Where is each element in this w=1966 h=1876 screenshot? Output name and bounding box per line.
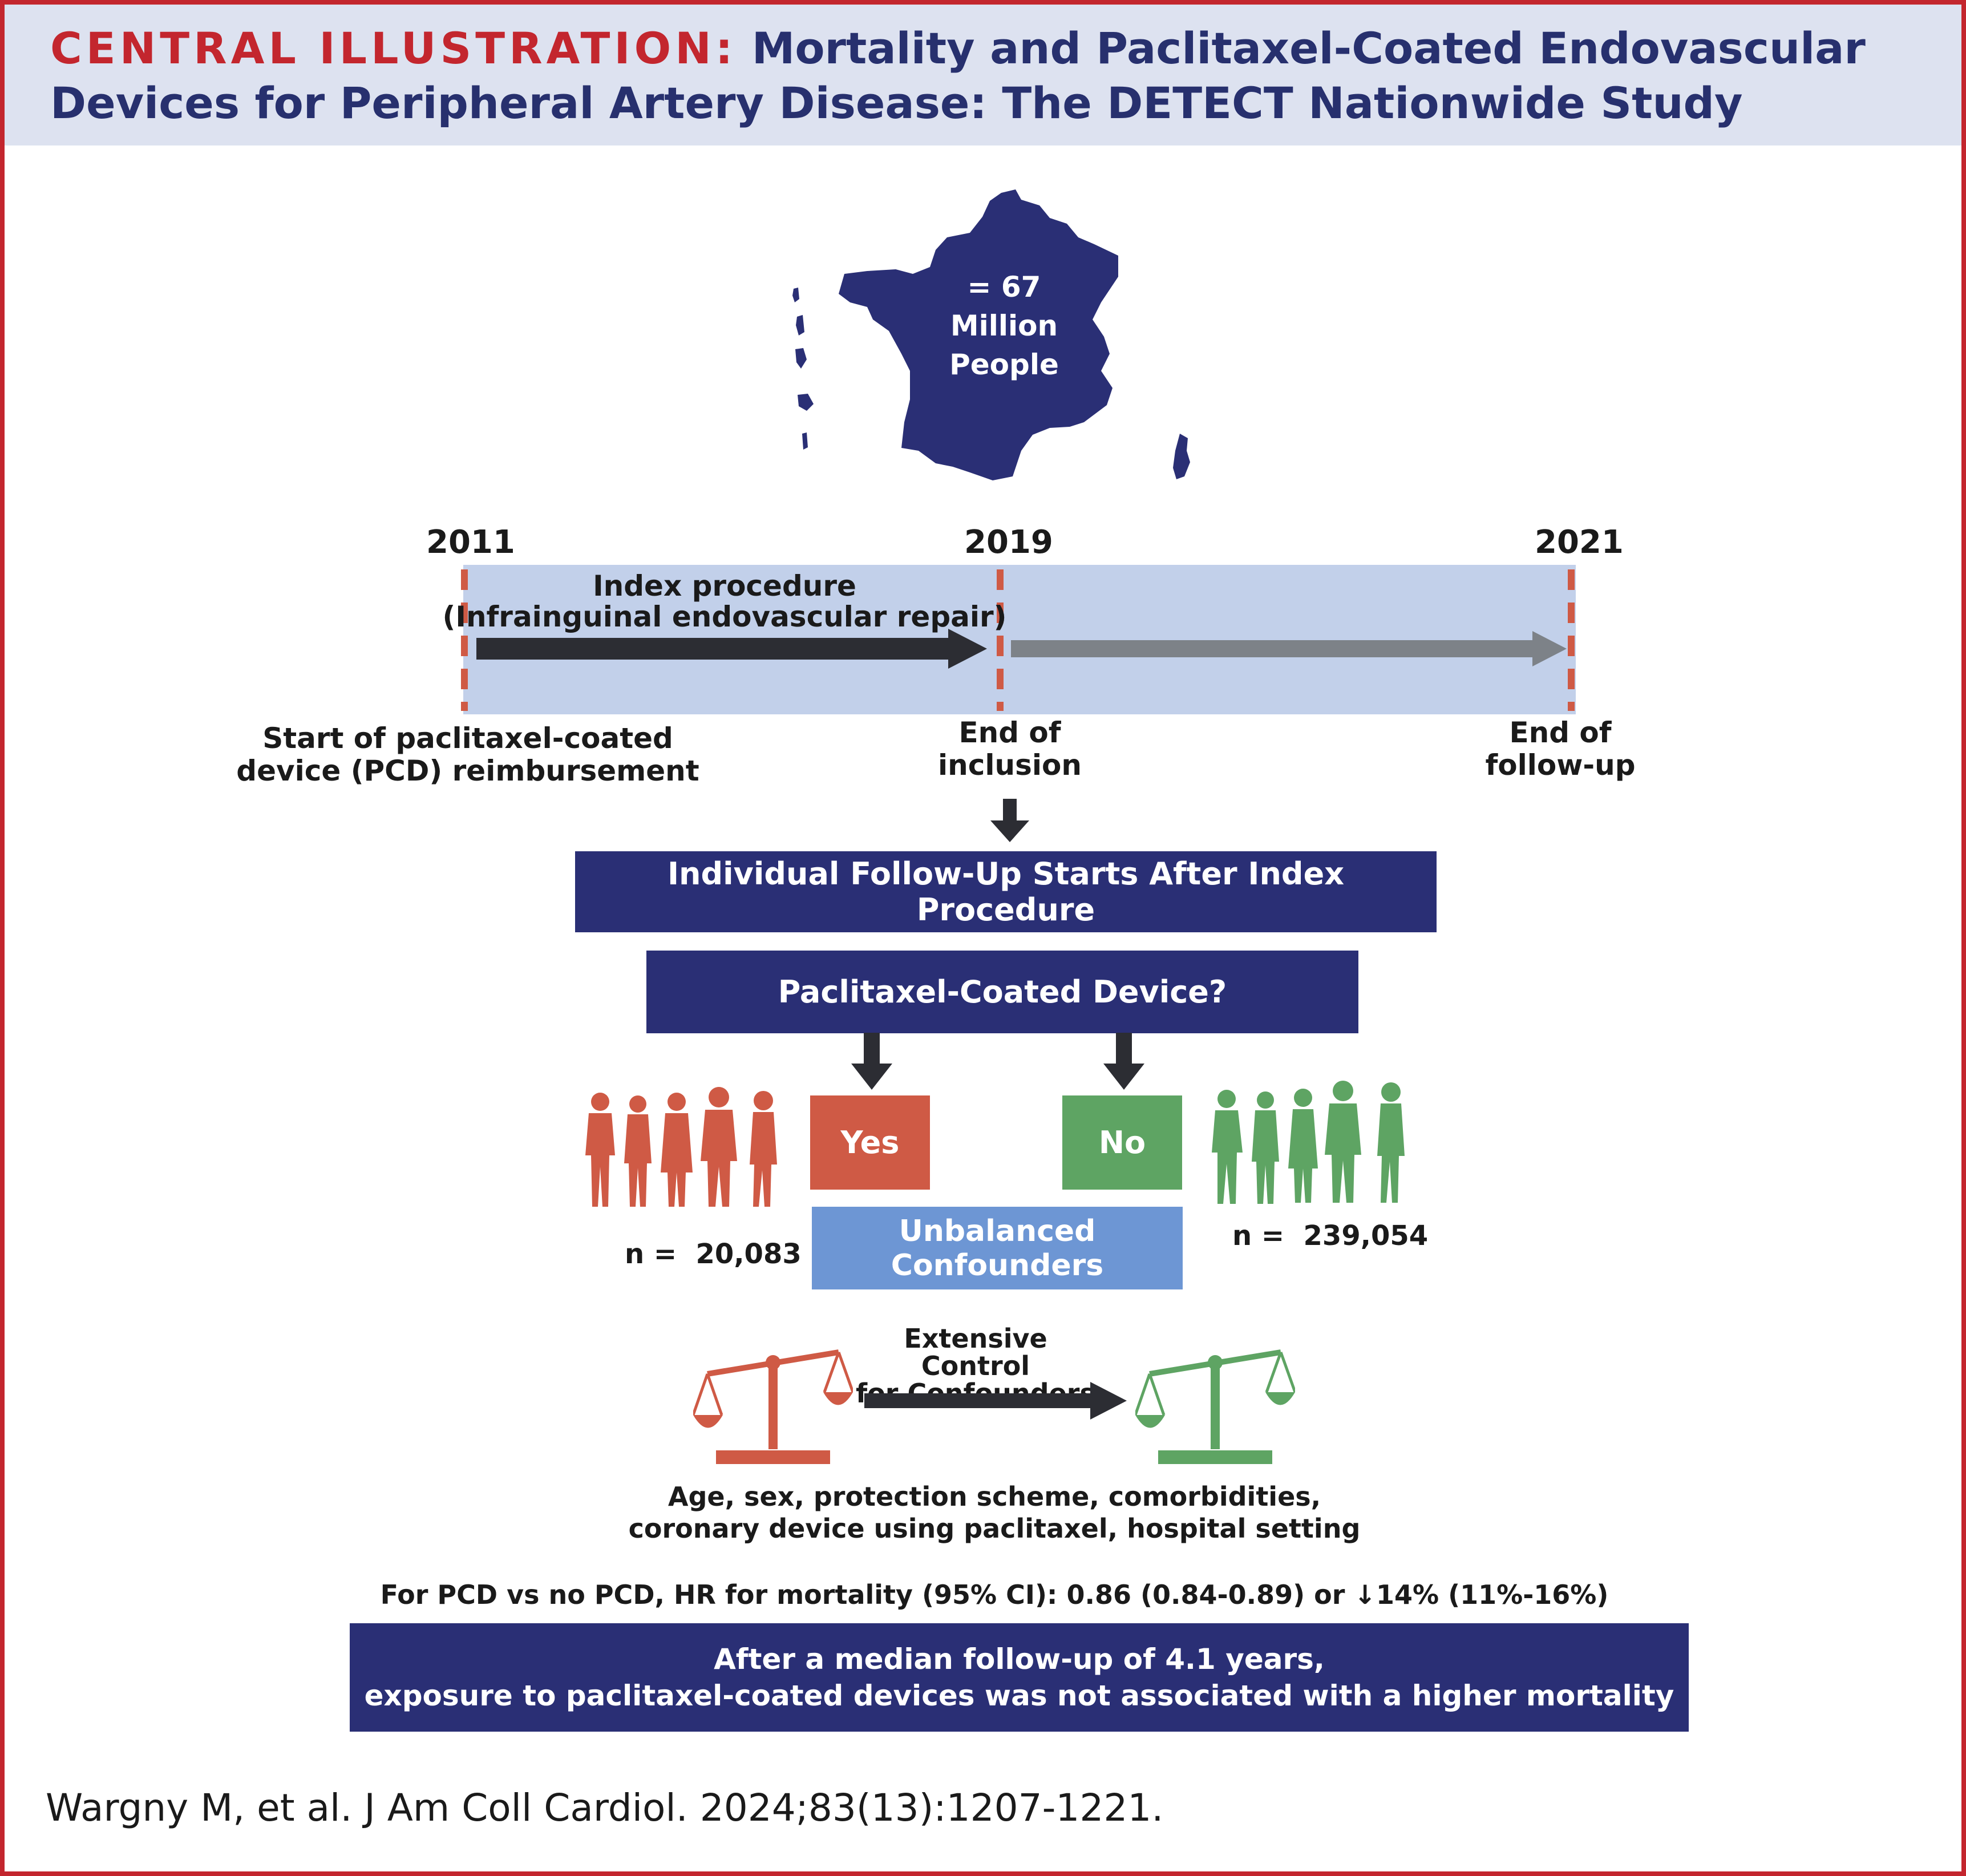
start-label-line-1: Start of paclitaxel-coated xyxy=(262,722,673,755)
year-2019: 2019 xyxy=(964,524,1053,561)
balanced-scale-icon xyxy=(1135,1349,1295,1464)
title-text-1: Mortality and Paclitaxel-Coated Endovasc… xyxy=(751,23,1866,74)
no-box: No xyxy=(1062,1095,1182,1190)
conclusion-line-1: After a median follow-up of 4.1 years, xyxy=(714,1643,1325,1676)
hazard-ratio-text: For PCD vs no PCD, HR for mortality (95%… xyxy=(380,1579,1609,1610)
timeline-band xyxy=(461,565,1576,714)
year-2021: 2021 xyxy=(1535,524,1624,561)
title-line-1: CENTRAL ILLUSTRATION: Mortality and Pacl… xyxy=(50,23,1866,74)
end-inclusion-line-2: inclusion xyxy=(938,749,1082,782)
pcd-count: n = 20,083 xyxy=(625,1238,802,1270)
followup-start-box: Individual Follow-Up Starts After Index … xyxy=(575,851,1437,932)
end-followup-line-2: follow-up xyxy=(1485,749,1636,782)
population-line-1: = 67 xyxy=(968,270,1041,304)
header-banner: CENTRAL ILLUSTRATION: Mortality and Pacl… xyxy=(5,5,1961,145)
index-procedure-label: Index procedure (Infrainguinal endovascu… xyxy=(399,571,1050,632)
index-procedure-title: Index procedure xyxy=(593,569,856,603)
end-followup-label: End of follow-up xyxy=(1418,717,1703,782)
start-reimbursement-label: Start of paclitaxel-coated device (PCD) … xyxy=(211,722,725,787)
no-pcd-patients-group-icon xyxy=(1212,1081,1405,1204)
covariates-line-1: Age, sex, protection scheme, comorbiditi… xyxy=(668,1481,1321,1512)
end-inclusion-line-1: End of xyxy=(958,716,1061,749)
end-inclusion-label: End of inclusion xyxy=(867,717,1152,782)
unbalanced-confounders-box: Unbalanced Confounders xyxy=(812,1207,1183,1289)
title-line-2: Devices for Peripheral Artery Disease: T… xyxy=(50,78,1743,128)
unbalanced-scale-icon xyxy=(693,1349,853,1464)
covariates-text: Age, sex, protection scheme, comorbiditi… xyxy=(584,1481,1405,1545)
population-line-3: People xyxy=(949,348,1059,381)
covariates-line-2: coronary device using paclitaxel, hospit… xyxy=(628,1513,1361,1544)
citation: Wargny M, et al. J Am Coll Cardiol. 2024… xyxy=(46,1786,1164,1830)
conclusion-line-2: exposure to paclitaxel-coated devices wa… xyxy=(364,1679,1674,1712)
pcd-patients-group-icon xyxy=(585,1087,777,1207)
no-pcd-count: n = 239,054 xyxy=(1232,1220,1429,1252)
population-line-2: Million xyxy=(950,309,1058,342)
control-label-line-1: Extensive Control xyxy=(904,1323,1047,1381)
down-arrow-no-icon xyxy=(1103,1033,1144,1090)
year-2011: 2011 xyxy=(426,524,515,561)
france-map-icon: = 67 Million People xyxy=(792,189,1190,480)
yes-box: Yes xyxy=(810,1095,930,1190)
end-followup-line-1: End of xyxy=(1509,716,1612,749)
control-arrow-icon xyxy=(864,1382,1127,1420)
down-arrow-icon xyxy=(990,799,1029,842)
index-procedure-subtitle: (Infrainguinal endovascular repair) xyxy=(442,600,1007,633)
central-illustration-kicker: CENTRAL ILLUSTRATION: xyxy=(50,23,737,74)
conclusion-box: After a median follow-up of 4.1 years, e… xyxy=(350,1623,1689,1732)
start-label-line-2: device (PCD) reimbursement xyxy=(236,754,699,787)
paclitaxel-question-box: Paclitaxel-Coated Device? xyxy=(646,951,1358,1033)
down-arrow-yes-icon xyxy=(851,1033,892,1090)
